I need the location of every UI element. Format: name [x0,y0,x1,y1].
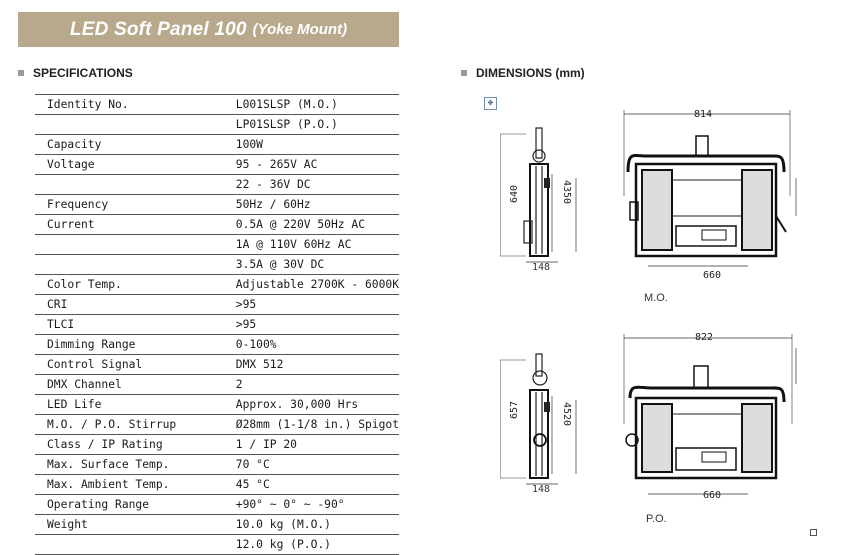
spec-label: Operating Range [35,494,236,515]
spec-value: >95 [235,294,399,315]
spec-label: Max. Ambient Temp. [35,474,236,495]
spec-value: 100W [235,134,399,155]
spec-row: Max. Surface Temp.70 °C [35,454,399,475]
mo-depth-label: 148 [532,262,551,273]
spec-row: Max. Ambient Temp.45 °C [35,474,399,495]
mo-view-label: M.O. [644,292,668,304]
spec-value: L001SLSP (M.O.) [235,94,399,115]
spec-value: Ø28mm (1-1/8 in.) Spigot [235,414,399,435]
po-front-width-label: 660 [703,490,721,501]
spec-label: Capacity [35,134,236,155]
spec-label: CRI [35,294,236,315]
square-bullet-icon [461,70,467,76]
spec-value: +90° ~ 0° ~ -90° [235,494,399,515]
spec-value: 0-100% [235,334,399,355]
spec-row: 3.5A @ 30V DC [35,254,399,275]
product-subtitle: (Yoke Mount) [252,21,348,38]
spec-value: Approx. 30,000 Hrs [235,394,399,415]
spec-label: Color Temp. [35,274,236,295]
spec-row: 22 - 36V DC [35,174,399,195]
spec-label: Current [35,214,236,235]
spec-label: Control Signal [35,354,236,375]
spec-value: 12.0 kg (P.O.) [235,534,399,555]
spec-label: Dimming Range [35,334,236,355]
spec-value: 0.5A @ 220V 50Hz AC [235,214,399,235]
move-cross-icon[interactable]: ✥ [484,97,497,110]
spec-value: 95 - 265V AC [235,154,399,175]
specifications-table: Identity No.L001SLSP (M.O.)LP01SLSP (P.O… [35,94,399,555]
specifications-heading-text: SPECIFICATIONS [33,66,133,80]
spec-value: Adjustable 2700K - 6000K [235,274,399,295]
po-view-label: P.O. [646,513,667,525]
po-side-view-drawing: 657 4520 4 [500,353,577,485]
spec-label: Weight [35,514,236,535]
spec-label [35,254,236,275]
spec-row: 1A @ 110V 60Hz AC [35,234,399,255]
square-bullet-icon [18,70,24,76]
specifications-heading: SPECIFICATIONS [18,66,133,80]
spec-row: Color Temp.Adjustable 2700K - 6000K [35,274,399,295]
spec-row: 12.0 kg (P.O.) [35,534,399,555]
spec-label [35,534,236,555]
po-width-label: 822 [695,332,713,343]
spec-value: 3.5A @ 30V DC [235,254,399,275]
spec-label: M.O. / P.O. Stirrup [35,414,236,435]
mo-depth-height-label: 4350 [561,180,572,204]
spec-row: TLCI>95 [35,314,399,335]
spec-value: 22 - 36V DC [235,174,399,195]
product-title: LED Soft Panel 100 [69,18,247,40]
spec-value: 10.0 kg (M.O.) [235,514,399,535]
spec-value: 70 °C [235,454,399,475]
resize-handle[interactable] [810,529,817,536]
spec-label [35,174,236,195]
spec-label [35,234,236,255]
spec-label: Frequency [35,194,236,215]
spec-value: 50Hz / 60Hz [235,194,399,215]
spec-label [35,114,236,135]
spec-value: 2 [235,374,399,395]
spec-label: DMX Channel [35,374,236,395]
spec-label: LED Life [35,394,236,415]
mo-side-view-drawing: 640 4350 4 [500,127,577,263]
po-depth-label: 148 [532,484,551,495]
po-front-view-drawing: 822 660 [623,332,797,501]
po-depth-height-label: 4520 [561,402,572,426]
mo-front-view-drawing: 814 660 [623,109,797,281]
spec-value: 45 °C [235,474,399,495]
dimensions-heading: DIMENSIONS (mm) [461,66,585,80]
spec-value: >95 [235,314,399,335]
spec-label: Voltage [35,154,236,175]
mo-front-width-label: 660 [703,270,721,281]
spec-label: Identity No. [35,94,236,115]
po-height-label: 657 [509,401,520,419]
spec-row: LP01SLSP (P.O.) [35,114,399,135]
spec-row: Identity No.L001SLSP (M.O.) [35,94,399,115]
spec-value: LP01SLSP (P.O.) [235,114,399,135]
mo-width-label: 814 [694,109,712,120]
title-banner: LED Soft Panel 100 (Yoke Mount) [18,12,399,47]
dimensions-heading-text: DIMENSIONS (mm) [476,66,585,80]
spec-value: DMX 512 [235,354,399,375]
spec-value: 1 / IP 20 [235,434,399,455]
mo-height-label: 640 [509,185,520,203]
spec-label: TLCI [35,314,236,335]
spec-value: 1A @ 110V 60Hz AC [235,234,399,255]
spec-row: Operating Range+90° ~ 0° ~ -90° [35,494,399,515]
spec-label: Max. Surface Temp. [35,454,236,475]
spec-label: Class / IP Rating [35,434,236,455]
spec-row: CRI>95 [35,294,399,315]
